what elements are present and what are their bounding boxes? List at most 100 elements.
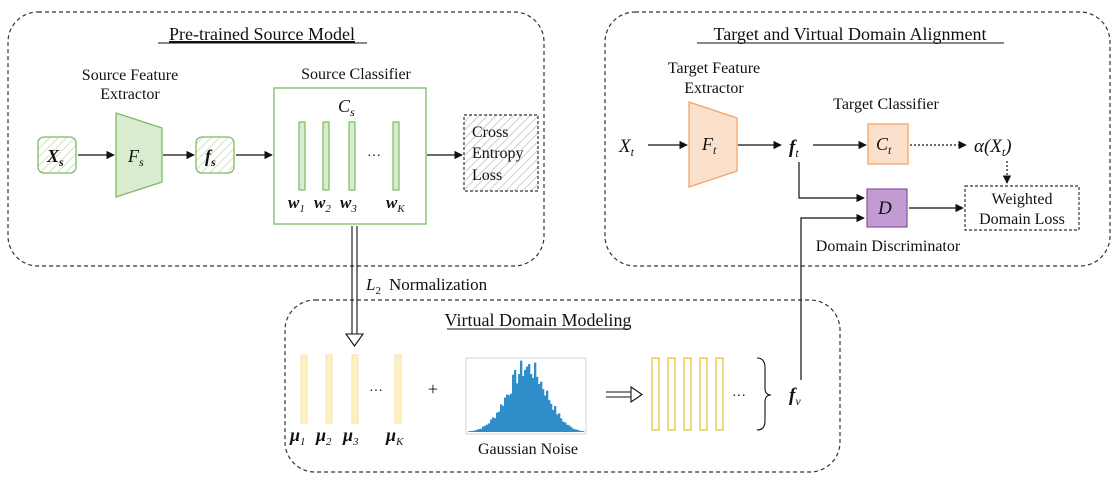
histogram-bar: [516, 383, 519, 432]
histogram-bar: [546, 390, 549, 432]
svg-text:Ft: Ft: [701, 134, 717, 157]
histogram-bar: [478, 429, 481, 432]
virtual-panel-title: Virtual Domain Modeling: [445, 310, 632, 330]
histogram-bar: [550, 403, 553, 432]
alpha-close: ): [1004, 136, 1011, 157]
histogram-bar: [500, 404, 503, 432]
target-extractor-label-2: Extractor: [684, 80, 744, 97]
histogram-bar: [556, 414, 559, 432]
source-input-box: [37, 136, 77, 174]
svg-text:fv: fv: [789, 385, 801, 408]
plus-sign: +: [428, 379, 438, 399]
source-classifier-symbol: C: [338, 96, 351, 116]
histogram-bar: [496, 412, 499, 432]
svg-text:Fs: Fs: [127, 146, 144, 169]
source-feature-symbol: f: [205, 146, 213, 166]
histogram-bar: [482, 426, 485, 432]
histogram-bar: [518, 374, 521, 432]
svg-text:α(Xt): α(Xt): [974, 136, 1012, 159]
norm-symbol: L: [365, 275, 375, 294]
histogram-bar: [506, 394, 509, 432]
source-input-symbol: X: [46, 146, 60, 166]
svg-text:fs: fs: [205, 146, 216, 169]
histogram-bar: [508, 395, 511, 432]
histogram-bar: [488, 423, 491, 432]
weight-w1: w: [288, 193, 300, 212]
virtual-feature-bar-2: [667, 357, 676, 431]
weight-w3-sub: 3: [350, 203, 357, 215]
histogram-bar: [554, 406, 557, 432]
histogram-bar: [524, 369, 527, 432]
histogram-bar: [576, 429, 579, 432]
source-feature-sub: s: [210, 155, 216, 169]
weight-wk: w: [386, 193, 398, 212]
target-classifier-label: Target Classifier: [833, 96, 939, 113]
norm-sub: 2: [375, 285, 381, 297]
histogram-bar: [560, 418, 563, 432]
weight-w2-sub: 2: [325, 203, 331, 215]
ce-loss-line3: Loss: [472, 167, 502, 184]
svg-text:μ3: μ3: [342, 425, 359, 448]
histogram-bar: [520, 360, 523, 432]
target-extractor-sub: t: [713, 143, 717, 157]
target-classifier-symbol: C: [876, 134, 889, 154]
histogram-bar: [528, 364, 531, 432]
weight-bar-2: [322, 121, 330, 191]
mu-3-sub: 3: [352, 436, 359, 448]
source-model-panel: [7, 11, 545, 267]
source-feature-extractor: [115, 112, 163, 198]
mu-bar-3: [351, 354, 359, 424]
histogram-bar: [486, 424, 489, 432]
discriminator-label: Domain Discriminator: [816, 238, 961, 255]
histogram-bar: [530, 373, 533, 432]
histogram-bar: [498, 411, 501, 432]
histogram-bar: [568, 425, 571, 432]
histogram-bar: [542, 389, 545, 432]
virtual-feature-bar-1: [651, 357, 660, 431]
target-extractor-symbol: F: [701, 134, 714, 154]
mu-bar-1: [300, 354, 308, 424]
svg-text:Xt: Xt: [618, 136, 635, 159]
svg-text:w3: w3: [340, 193, 357, 215]
weighted-loss-line2: Domain Loss: [979, 211, 1065, 228]
target-feature-symbol: f: [789, 137, 797, 158]
histogram-bar: [544, 395, 547, 432]
virtual-feature-bar-4: [699, 357, 708, 431]
histogram-bar: [502, 405, 505, 432]
source-classifier-sub: s: [350, 105, 355, 119]
source-extractor-sub: s: [139, 155, 144, 169]
alignment-panel: [604, 11, 1111, 267]
source-extractor-label-2: Extractor: [100, 86, 160, 103]
histogram-bar: [534, 362, 537, 432]
target-input-sub: t: [631, 145, 635, 159]
source-extractor-label-1: Source Feature: [82, 67, 178, 84]
virtual-domain-panel: [284, 299, 841, 473]
mu-2-sub: 2: [326, 436, 332, 448]
mu-ellipsis: ···: [369, 384, 383, 399]
weight-bar-3: [348, 121, 356, 191]
mu-3: μ: [342, 425, 353, 445]
svg-text:Cs: Cs: [338, 96, 355, 119]
histogram-bar: [540, 381, 543, 432]
histogram-bar: [570, 426, 573, 432]
svg-text:μ2: μ2: [315, 425, 332, 448]
svg-text:ft: ft: [789, 137, 799, 160]
source-panel-title: Pre-trained Source Model: [169, 24, 355, 44]
histogram-bar: [476, 429, 479, 432]
histogram-bar: [532, 377, 535, 432]
ce-loss-line2: Entropy: [472, 145, 524, 162]
histogram-bar: [494, 418, 497, 432]
histogram-bar: [490, 419, 493, 432]
histogram-bar: [536, 376, 539, 432]
weight-w1-sub: 1: [299, 203, 305, 215]
alpha-sub: t: [1002, 145, 1006, 159]
target-classifier-box: [867, 123, 909, 165]
target-extractor-label-1: Target Feature: [668, 60, 760, 77]
histogram-bar: [492, 417, 495, 432]
fv-sub: v: [795, 394, 801, 408]
histogram-bar: [580, 430, 583, 432]
weight-bar-1: [298, 121, 306, 191]
histogram-bar: [484, 425, 487, 432]
source-classifier-label: Source Classifier: [301, 66, 411, 83]
